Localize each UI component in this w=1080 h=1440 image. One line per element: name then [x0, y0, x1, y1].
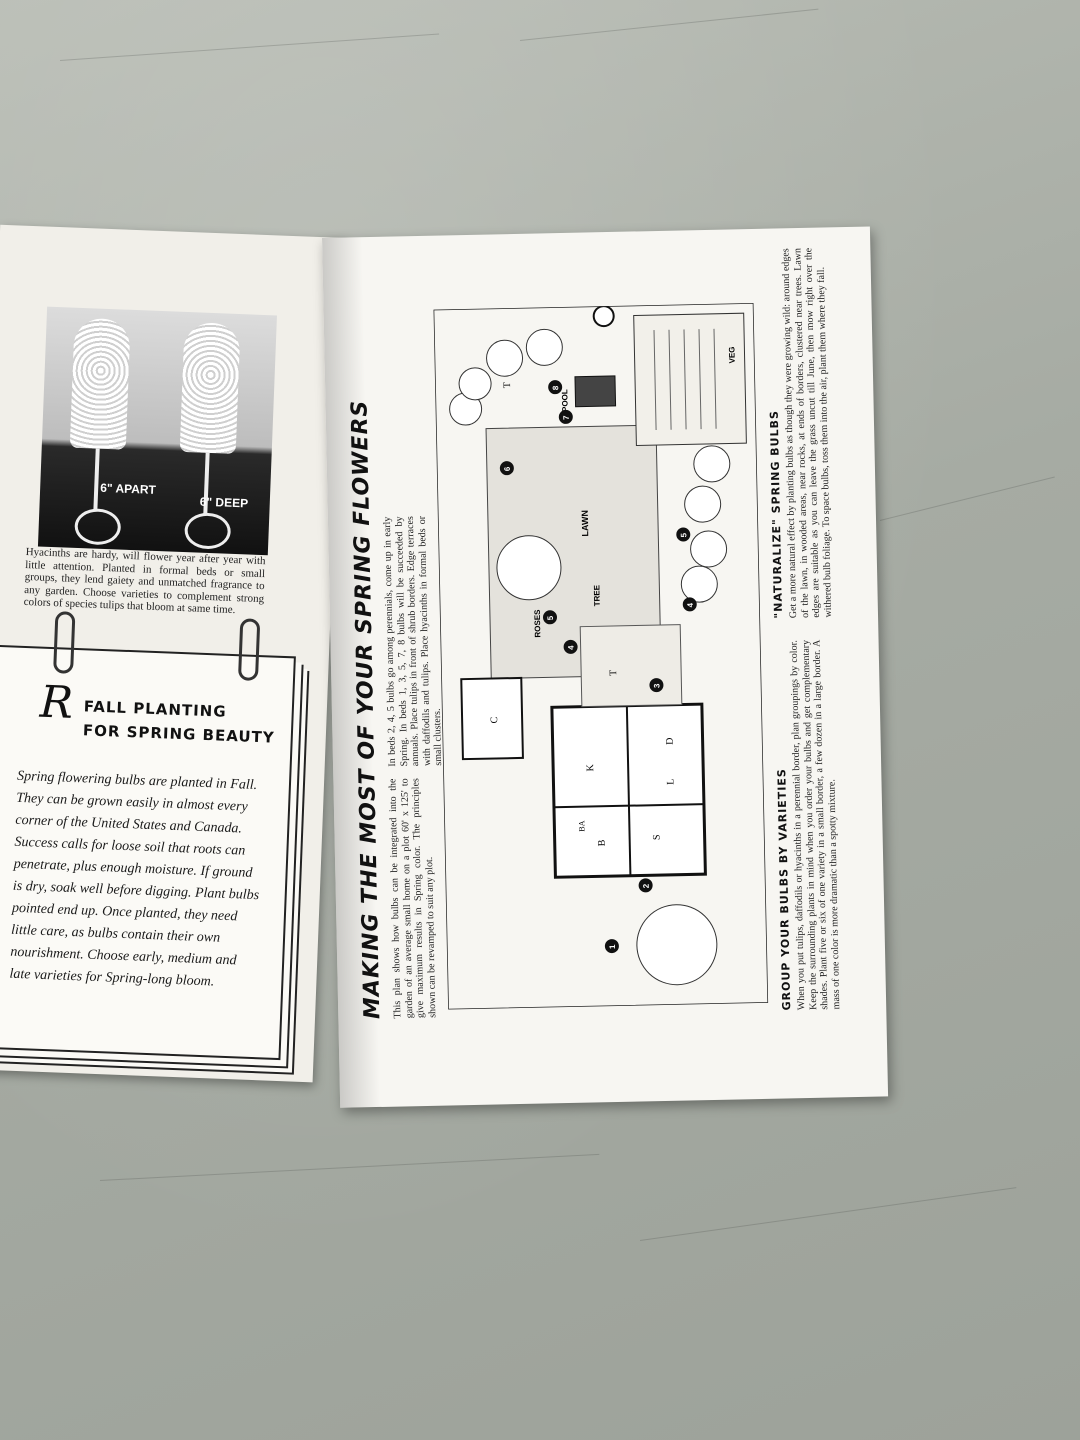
beds-text: In beds 2, 4, 5 bulbs go among perennial… [381, 515, 445, 767]
terrace [579, 624, 683, 708]
intro-text: This plan shows how bulbs can be integra… [387, 778, 438, 1019]
pool [574, 375, 617, 408]
group-body: When you put tulips, daffodils or hyacin… [788, 639, 842, 1011]
bed-number: 1 [608, 944, 617, 949]
large-tree [636, 904, 718, 986]
stub-line: the [0, 557, 7, 570]
surface-scratch [879, 476, 1055, 521]
bulb-right [183, 512, 232, 550]
surface-scratch [519, 8, 819, 41]
bed-marker [558, 409, 573, 424]
shrub [680, 565, 718, 603]
veg-rows [653, 328, 717, 431]
room-label: B [597, 839, 608, 846]
bed-marker [649, 678, 664, 693]
rotated-content: MAKING THE MOST OF YOUR SPRING FLOWERS T… [322, 227, 888, 1108]
bed-number: 7 [562, 415, 571, 420]
bed-number: 5 [679, 532, 688, 537]
veg-row [683, 329, 687, 430]
shrub [486, 339, 524, 377]
bed-number: 6 [503, 466, 512, 471]
bed-number: 4 [686, 602, 695, 607]
label-tree: TREE [592, 584, 601, 606]
shrub-border [449, 328, 731, 986]
veg-garden [633, 312, 747, 446]
naturalize-title: "NATURALIZE" SPRING BULBS [767, 410, 786, 619]
stub-line: the [0, 569, 7, 582]
room-label: D [665, 737, 676, 744]
room-label: K [585, 763, 596, 771]
bed-marker [604, 939, 619, 954]
bed-marker [676, 527, 691, 542]
hyacinth-photo: 6" APART 6" DEEP [37, 306, 277, 556]
label-roses: ROSES [533, 609, 543, 638]
hyacinth-flower-left [69, 317, 131, 450]
room-label: T [608, 670, 619, 676]
label-lawn: LAWN [580, 510, 591, 537]
label-pool: POOL [560, 389, 569, 412]
bulb-left [74, 507, 122, 546]
tree [496, 535, 562, 601]
room-label: L [665, 779, 676, 785]
stub-line: til [0, 592, 6, 605]
veg-row [698, 329, 702, 430]
bed-marker [682, 597, 697, 612]
bed-marker [499, 461, 514, 476]
bed-number: 4 [567, 645, 576, 650]
stub-line: on [0, 545, 8, 558]
room-label: T [502, 382, 513, 388]
binder-ring [53, 611, 76, 674]
photo-caption: Hyacinths are hardy, will flower year af… [23, 545, 266, 617]
house-wall [625, 705, 632, 876]
veg-row [668, 329, 672, 430]
room-label: C [489, 716, 500, 723]
card-body: Spring flowering bulbs are planted in Fa… [9, 768, 260, 990]
page-heading: MAKING THE MOST OF YOUR SPRING FLOWERS [347, 399, 386, 1020]
veg-row [653, 330, 657, 431]
fall-planting-card: R FALL PLANTING FOR SPRING BEAUTY Spring… [0, 611, 296, 1061]
bed-number: 5 [546, 615, 555, 620]
deep-label: 6" DEEP [199, 494, 249, 511]
binder-ring [237, 618, 261, 681]
shrub [693, 445, 731, 483]
surface-scratch [639, 1187, 1017, 1241]
card-title: FALL PLANTING FOR SPRING BEAUTY [82, 694, 284, 750]
rx-symbol: R [38, 676, 75, 729]
stem-left [93, 448, 100, 511]
garden-plan: LAWN TREE ROSES POOL VEG C BA K D L B S … [433, 302, 769, 1010]
stub-line: ier [0, 580, 7, 593]
apart-label: 6" APART [99, 480, 157, 497]
bed-number: 8 [551, 385, 560, 390]
left-page: on the the ier til 6" APART 6" DEEP Hyac… [0, 224, 346, 1083]
surface-scratch [59, 33, 440, 61]
bed-marker [548, 380, 563, 395]
shrub [690, 530, 728, 568]
naturalize-body: Get a more natural effect by planting bu… [780, 247, 834, 619]
bed-marker [638, 878, 653, 893]
sun-symbol [592, 305, 615, 328]
shrub [525, 328, 563, 366]
right-page: MAKING THE MOST OF YOUR SPRING FLOWERS T… [322, 226, 889, 1108]
shrub [458, 367, 492, 401]
bed-number: 2 [642, 883, 651, 888]
lawn-area [485, 424, 662, 680]
veg-row [713, 328, 717, 429]
shrub [684, 485, 722, 523]
bed-marker [563, 639, 578, 654]
room-label: BA [577, 820, 586, 832]
garage [460, 676, 524, 761]
label-veg: VEG [727, 346, 736, 363]
hyacinth-flower-right [179, 321, 241, 454]
room-label: S [652, 834, 663, 840]
bed-marker [542, 610, 557, 625]
bed-number: 3 [652, 683, 661, 688]
cut-off-text-column: on the the ier til [0, 545, 8, 606]
bed-markers: 1 2 3 4 4 5 5 6 7 8 [499, 380, 697, 954]
group-title: GROUP YOUR BULBS BY VARIETIES [775, 768, 794, 1011]
surface-scratch [99, 1153, 600, 1181]
